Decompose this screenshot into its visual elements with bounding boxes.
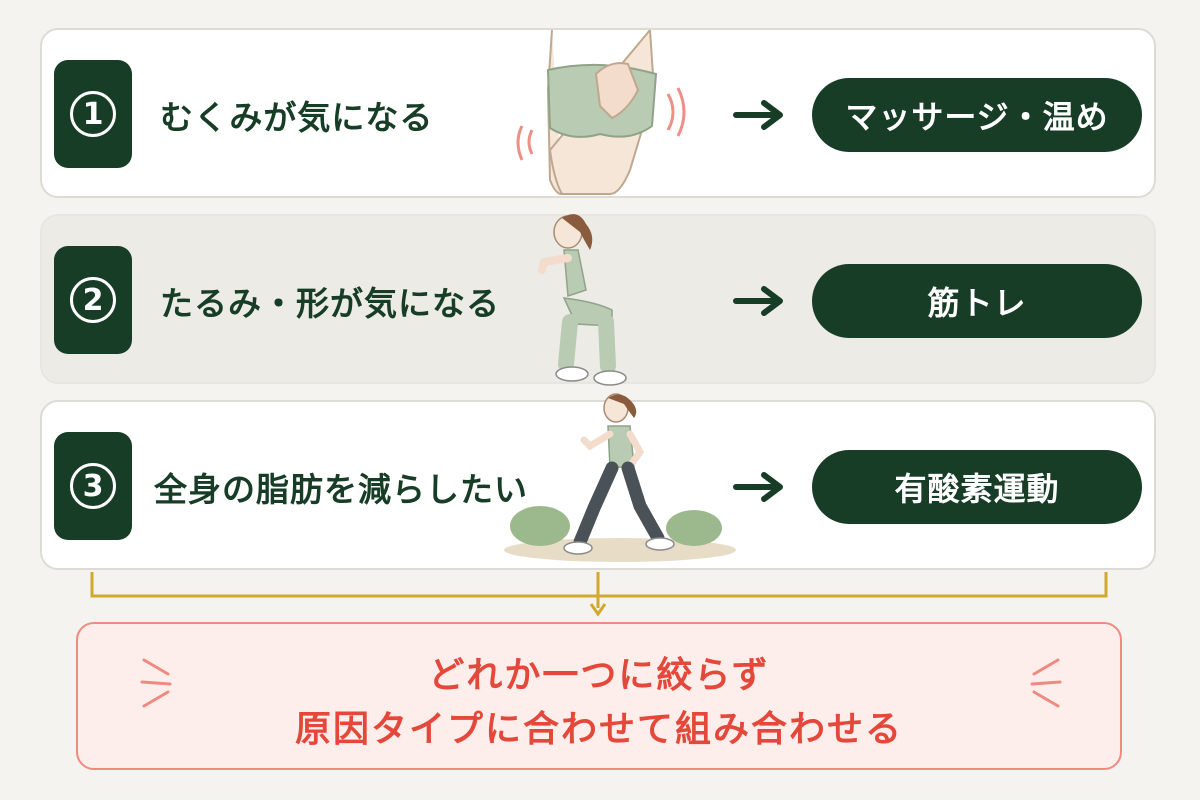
emphasis-burst-right-icon [1030,658,1062,708]
number-label: 1 [70,91,116,137]
number-label: 3 [70,463,116,509]
concern-label: むくみが気になる [160,98,434,137]
walking-woman-illustration-icon [504,393,736,562]
emphasis-burst-left-icon [140,658,172,708]
number-badge-1: 1 [54,60,132,168]
hip-swelling-illustration-icon [516,30,686,196]
solution-pill: 筋トレ [812,264,1142,338]
conclusion-line-2: 原因タイプに合わせて組み合わせる [294,709,903,750]
arrow-right-icon [733,100,783,130]
number-label: 2 [70,277,116,323]
number-badge-3: 3 [54,432,132,540]
number-badge-2: 2 [54,246,132,354]
arrow-right-icon [733,286,783,316]
conclusion-callout: どれか一つに絞らず 原因タイプに合わせて組み合わせる [76,622,1122,770]
row-sagging: 2 たるみ・形が気になる 筋トレ [40,214,1156,384]
concern-label: たるみ・形が気になる [160,284,500,323]
solution-pill: 有酸素運動 [812,450,1142,524]
bracket-connector [90,572,1108,617]
arrow-right-icon [733,472,783,502]
concern-label: 全身の脂肪を減らしたい [154,470,528,509]
conclusion-line-1: どれか一つに絞らず [428,655,770,696]
solution-pill: マッサージ・温め [812,78,1142,152]
squat-woman-illustration-icon [538,214,627,386]
